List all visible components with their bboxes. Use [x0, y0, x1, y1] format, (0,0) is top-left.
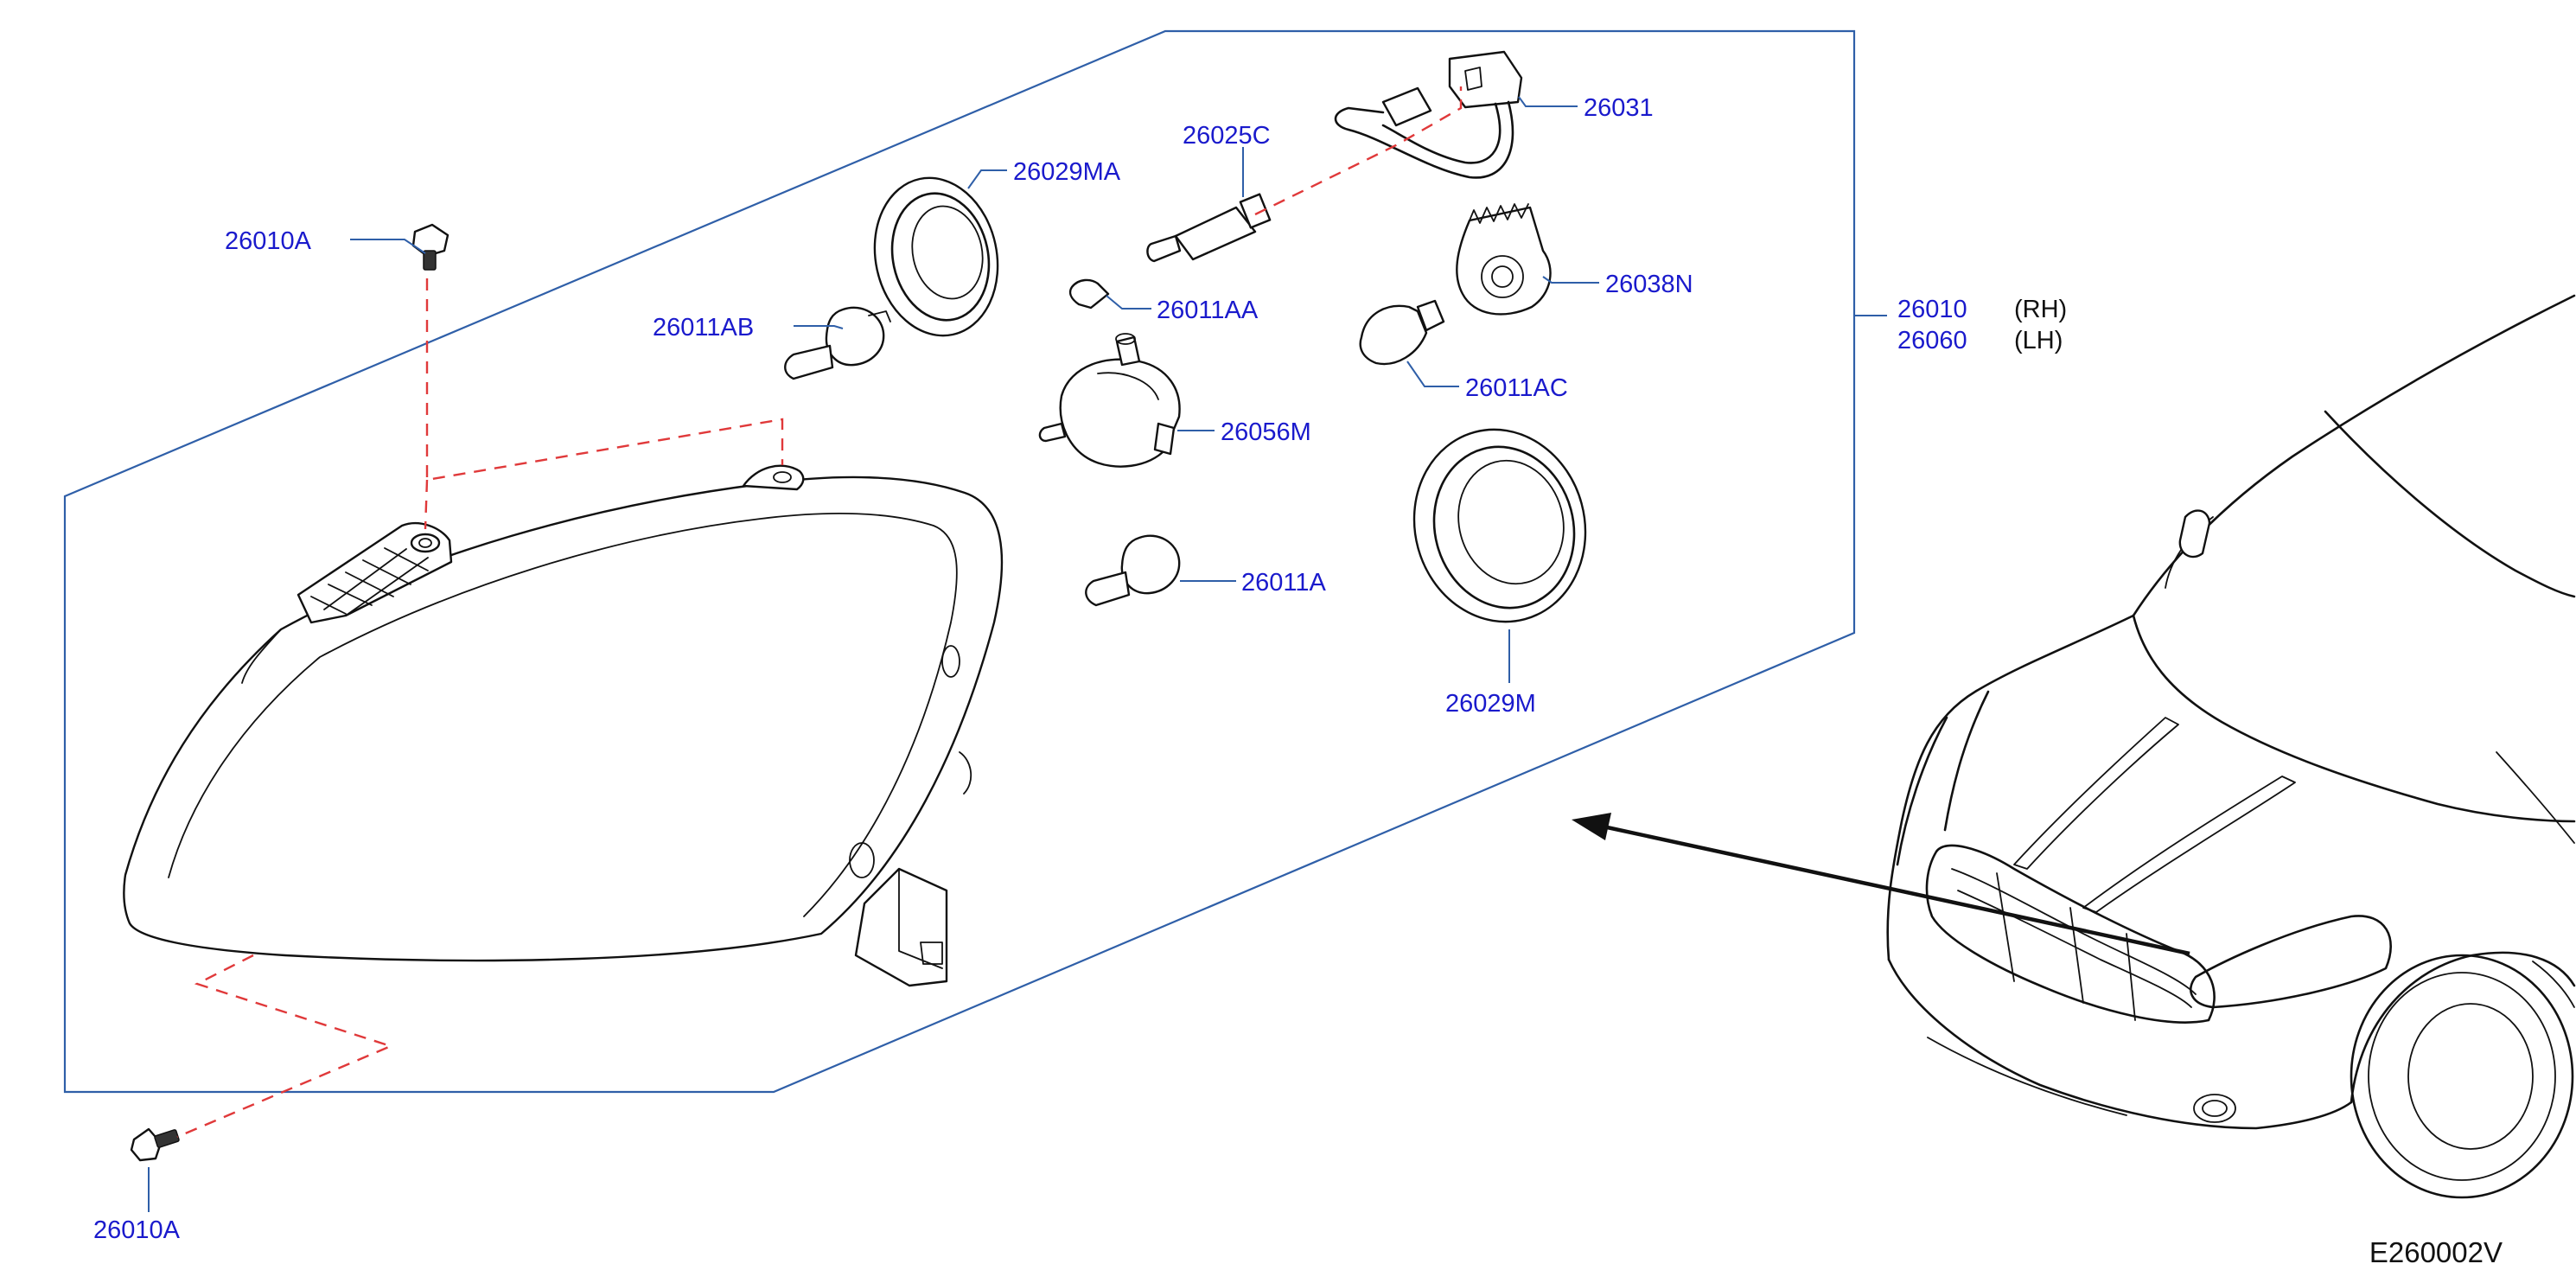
- screw-top-illustration: [411, 223, 450, 271]
- screw-bottom-illustration: [130, 1127, 180, 1162]
- socket-26025c-illustration: [1146, 193, 1272, 263]
- diagram-code: E260002V: [2369, 1236, 2503, 1268]
- part-label-26010a-top: 26010A: [225, 227, 312, 255]
- socket-26038n-illustration: [1456, 203, 1552, 316]
- part-label-26011ab: 26011AB: [653, 314, 754, 341]
- part-label-26025c: 26025C: [1183, 122, 1271, 150]
- location-arrow: [1572, 813, 2190, 956]
- harness-26031-illustration: [1334, 50, 1523, 179]
- assembly-part-number-lh: 26060: [1897, 327, 1967, 354]
- bulb-26011a-illustration: [1085, 534, 1181, 607]
- part-label-26010a-bottom: 26010A: [93, 1216, 181, 1244]
- leveling-actuator-26056m-illustration: [1038, 333, 1181, 468]
- part-label-26031: 26031: [1584, 94, 1654, 122]
- assembly-part-number-rh: 26010: [1897, 296, 1967, 323]
- vehicle-front-illustration: [1886, 294, 2576, 1199]
- assembly-frame: [63, 29, 1856, 1094]
- headlamp-housing-illustration: [123, 464, 1004, 987]
- part-label-26011ac: 26011AC: [1465, 374, 1568, 402]
- part-label-26056m: 26056M: [1221, 418, 1311, 446]
- assembly-side-lh: (LH): [2014, 327, 2063, 354]
- part-label-26038n: 26038N: [1605, 271, 1693, 298]
- bulb-26011ac-illustration: [1359, 299, 1445, 366]
- part-label-26011aa: 26011AA: [1157, 297, 1259, 324]
- leader-lines: [148, 96, 1599, 1212]
- bulb-26011aa-illustration: [1068, 278, 1110, 310]
- assembly-guides: [176, 86, 1463, 1139]
- assembly-side-rh: (RH): [2014, 296, 2067, 323]
- bulb-26011ab-illustration: [784, 306, 891, 380]
- seal-ring-26029m-illustration: [1412, 428, 1587, 623]
- seal-ring-26029ma-illustration: [873, 176, 999, 337]
- part-label-26011a: 26011A: [1241, 569, 1326, 597]
- part-label-26029m: 26029M: [1445, 690, 1536, 718]
- part-label-26029ma: 26029MA: [1013, 158, 1121, 186]
